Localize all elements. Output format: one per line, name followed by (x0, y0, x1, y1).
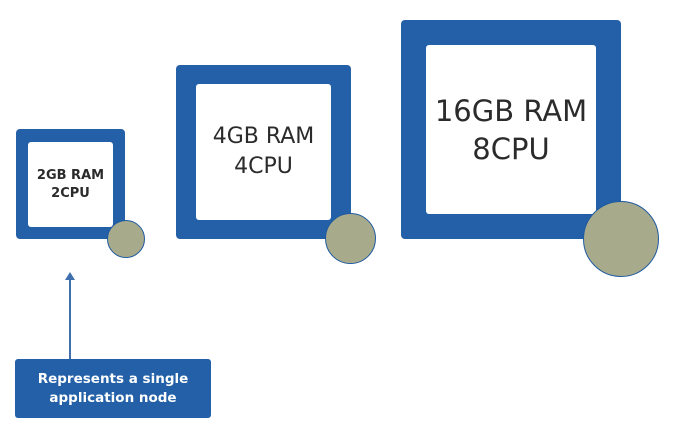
server-box-medium: 4GB RAM 4CPU (176, 65, 351, 239)
arrow-up-icon (65, 272, 75, 280)
arrow-line (69, 278, 71, 360)
cpu-label-medium: 4CPU (234, 154, 293, 179)
server-spec-large: 16GB RAM 8CPU (426, 45, 596, 214)
server-box-large: 16GB RAM 8CPU (401, 20, 621, 239)
ram-label-medium: 4GB RAM (212, 124, 315, 149)
callout-line-2: application node (49, 389, 177, 406)
cpu-label-large: 8CPU (472, 131, 550, 166)
ram-label-small: 2GB RAM (36, 167, 105, 183)
application-node-dot-large (583, 201, 659, 277)
server-box-small: 2GB RAM 2CPU (16, 129, 125, 239)
server-spec-small: 2GB RAM 2CPU (28, 142, 113, 227)
callout-line-1: Represents a single (37, 370, 189, 387)
application-node-dot-small (107, 220, 145, 258)
server-spec-medium: 4GB RAM 4CPU (196, 84, 331, 220)
legend-callout: Represents a single application node (15, 359, 211, 418)
cpu-label-small: 2CPU (51, 185, 90, 201)
application-node-dot-medium (325, 213, 376, 264)
ram-label-large: 16GB RAM (434, 93, 588, 128)
